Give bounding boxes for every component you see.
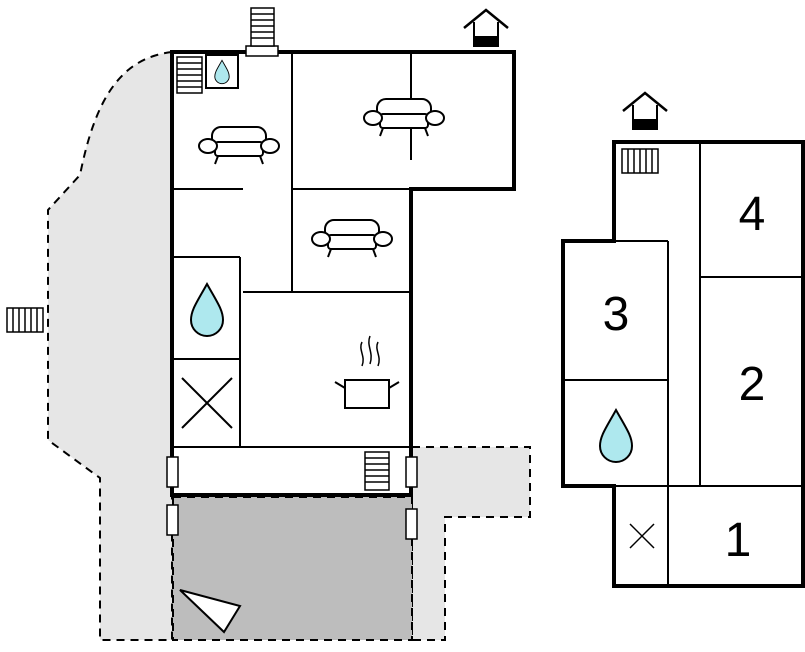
house-entrance-icon bbox=[621, 91, 669, 131]
outdoor-area-right bbox=[411, 446, 531, 641]
cross-icon bbox=[181, 377, 233, 429]
stairs-icon bbox=[176, 56, 203, 94]
stairs-icon bbox=[621, 148, 659, 174]
upper-floor: 4 2 3 1 bbox=[561, 91, 805, 588]
door bbox=[405, 508, 418, 540]
room-number-3: 3 bbox=[603, 288, 630, 341]
room-number-1: 1 bbox=[725, 514, 752, 567]
stairs-icon bbox=[6, 307, 44, 333]
door bbox=[245, 45, 279, 57]
door bbox=[405, 456, 418, 488]
outer-walls bbox=[170, 50, 516, 497]
cooking-pot-icon bbox=[334, 335, 400, 409]
room-number-4: 4 bbox=[739, 188, 766, 241]
house-entrance-icon bbox=[462, 8, 510, 48]
upper-outer-walls bbox=[561, 140, 805, 588]
door bbox=[166, 456, 179, 488]
house-interior bbox=[172, 52, 514, 495]
door bbox=[166, 504, 179, 536]
outdoor-area-left bbox=[47, 50, 173, 641]
compass-arrow-icon bbox=[179, 589, 242, 634]
stairs-icon bbox=[364, 451, 390, 491]
room-number-2: 2 bbox=[739, 358, 766, 411]
cross-icon bbox=[629, 523, 655, 549]
upper-house-interior bbox=[563, 142, 803, 586]
ground-floor bbox=[6, 7, 531, 641]
stairs-icon bbox=[250, 7, 275, 47]
upper-interior-walls bbox=[563, 142, 803, 586]
